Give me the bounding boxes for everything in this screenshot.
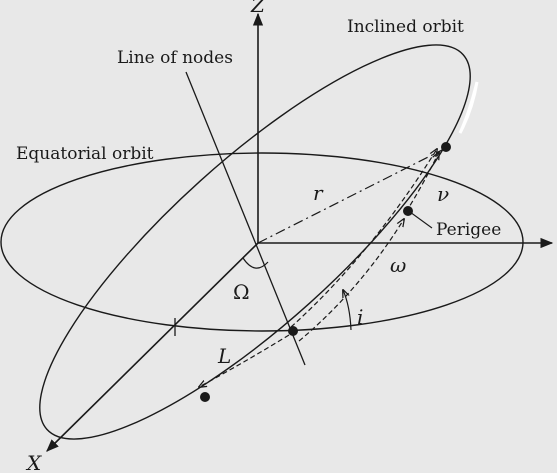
inclination-arc [343,290,352,331]
raan-arc [242,257,269,269]
raan-label: Ω [233,280,250,304]
omega-label: ω [390,253,406,277]
inclined-orbit-ellipse [39,44,471,440]
perigee-label: Perigee [436,220,501,240]
equatorial-orbit-label: Equatorial orbit [16,144,154,164]
x-axis-line [46,242,259,452]
argument-of-latitude-arrow [290,149,437,328]
satellite-point [441,142,451,152]
orbit-highlight-sliver [458,81,479,134]
nu-label: ν [437,182,449,206]
vernal-point [200,392,210,402]
ascending-node-point [288,326,298,336]
inclined-orbit-label: Inclined orbit [347,17,464,37]
r-label: r [313,181,324,205]
radius-vector-r [257,147,447,244]
perigee-point [403,206,413,216]
z-axis-label: Z [250,0,266,17]
x-axis-label: X [25,451,42,473]
line-of-nodes [185,71,306,366]
true-anomaly-arrow [405,152,439,213]
inclination-label: i [357,305,363,329]
equatorial-orbit-ellipse [0,152,524,332]
true-longitude-arrow [199,334,290,387]
L-label: L [217,344,231,368]
line-of-nodes-label: Line of nodes [117,48,233,68]
perigee-leader [409,211,433,229]
argument-of-perigee-arrow [298,219,404,342]
